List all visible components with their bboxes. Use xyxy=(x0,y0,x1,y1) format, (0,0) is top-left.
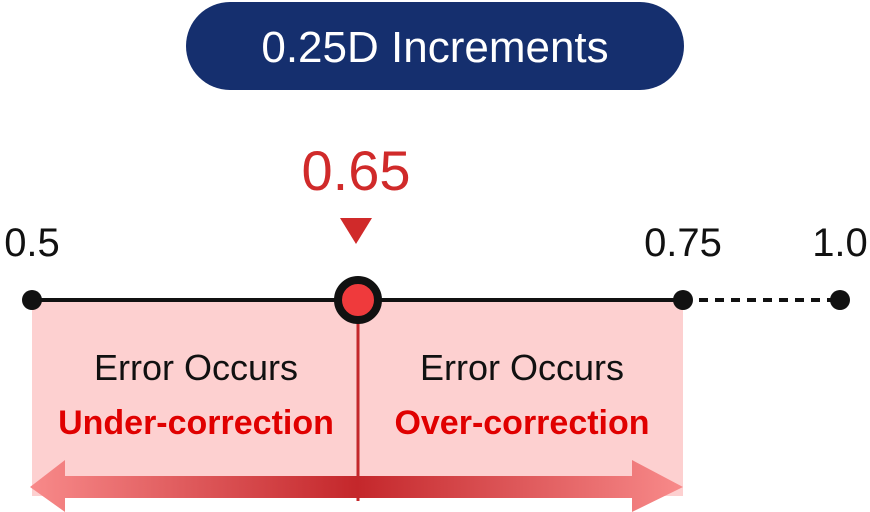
right-region-line1: Error Occurs xyxy=(420,347,624,388)
title-pill xyxy=(186,2,684,90)
left-region-line1: Error Occurs xyxy=(94,347,298,388)
tick-label-0.5: 0.5 xyxy=(4,221,60,265)
tick-dot-0.5 xyxy=(22,290,42,310)
title: 0.25D Increments xyxy=(261,23,608,72)
tick-label-1.0: 1.0 xyxy=(812,221,868,265)
tick-dot-0.75 xyxy=(673,290,693,310)
marker-point xyxy=(334,276,382,324)
tick-dot-1.0 xyxy=(830,290,850,310)
tick-label-0.75: 0.75 xyxy=(644,221,722,265)
right-region-line2: Over-correction xyxy=(394,404,649,442)
left-region-line2: Under-correction xyxy=(58,404,334,442)
marker-value: 0.65 xyxy=(302,139,411,202)
marker-triangle-icon xyxy=(340,218,372,244)
